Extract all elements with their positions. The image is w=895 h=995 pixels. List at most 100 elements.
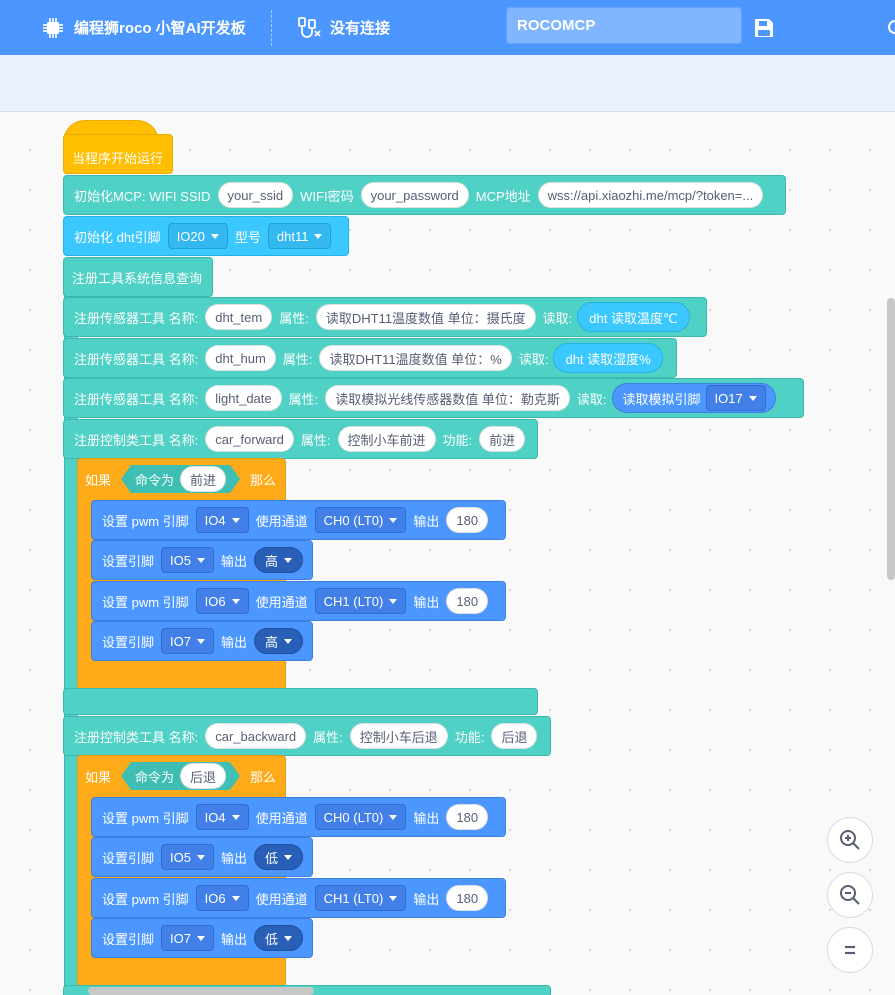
pin-dropdown[interactable]: IO7	[161, 925, 214, 951]
dht-humidity-reporter[interactable]: dht 读取湿度%	[553, 343, 663, 373]
control-attr-field[interactable]: 控制小车后退	[349, 723, 448, 749]
zoom-out-button[interactable]	[827, 872, 873, 918]
mcp-init-block[interactable]: 初始化MCP: WIFI SSID your_ssid WIFI密码 your_…	[63, 175, 786, 215]
if-label: 如果	[85, 472, 112, 488]
pin-value: IO5	[170, 849, 191, 865]
channel-dropdown[interactable]: CH1 (LT0)	[314, 885, 407, 911]
vertical-scrollbar[interactable]	[887, 298, 895, 580]
wifi-password-field[interactable]: your_password	[360, 182, 469, 208]
sensor-name-field[interactable]: dht_hum	[205, 345, 276, 371]
if-block-header-forward[interactable]: 如果 命令为 前进 那么	[77, 459, 286, 499]
analog-read-reporter[interactable]: 读取模拟引脚 IO17	[611, 383, 776, 413]
control-name-field[interactable]: car_backward	[205, 723, 307, 749]
digital-row-io5-forward[interactable]: 设置引脚 IO5 输出 高	[91, 540, 313, 580]
connection-button[interactable]: 没有连接	[296, 0, 390, 55]
pwm-value-field[interactable]: 180	[446, 885, 489, 911]
mcp-address-field[interactable]: wss://api.xiaozhi.me/mcp/?token=...	[537, 182, 764, 208]
sensor-name-field[interactable]: dht_tem	[205, 304, 273, 330]
command-condition[interactable]: 命令为 前进	[121, 465, 240, 493]
wifi-ssid-field[interactable]: your_ssid	[217, 182, 294, 208]
connection-status: 没有连接	[330, 20, 391, 37]
pin-dropdown[interactable]: IO7	[161, 628, 214, 654]
dht-pin-dropdown[interactable]: IO20	[167, 223, 228, 249]
user-icon-partial[interactable]	[886, 0, 895, 55]
pwm-value-field[interactable]: 180	[446, 804, 489, 830]
control-func-label: 功能:	[442, 432, 473, 448]
control-func-field[interactable]: 前进	[479, 426, 526, 452]
dht-temperature-reporter[interactable]: dht 读取温度℃	[577, 302, 690, 332]
sysinfo-tool-block[interactable]: 注册工具系统信息查询	[63, 257, 213, 297]
control-tool-block-forward[interactable]: 注册控制类工具 名称: car_forward 属性: 控制小车前进 功能: 前…	[63, 419, 538, 459]
dht-model-label: 型号	[234, 229, 261, 245]
block-workspace[interactable]: 当程序开始运行 初始化MCP: WIFI SSID your_ssid WIFI…	[0, 112, 895, 995]
level-dropdown[interactable]: 低	[254, 844, 304, 870]
sensor-attr-field[interactable]: 读取模拟光线传感器数值 单位：勒克斯	[325, 385, 570, 411]
pwm-value-field[interactable]: 180	[446, 588, 489, 614]
pin-dropdown[interactable]: IO5	[161, 547, 214, 573]
command-label: 命令为	[135, 769, 175, 785]
pwm-row-io6-backward[interactable]: 设置 pwm 引脚 IO6 使用通道 CH1 (LT0) 输出 180	[91, 878, 506, 918]
sensor-read-label: 读取:	[542, 310, 573, 326]
pwm-row-io4-backward[interactable]: 设置 pwm 引脚 IO4 使用通道 CH0 (LT0) 输出 180	[91, 797, 506, 837]
sensor-attr-field[interactable]: 读取DHT11温度数值 单位：摄氏度	[315, 304, 536, 330]
level-dropdown[interactable]: 高	[254, 547, 304, 573]
chevron-down-icon	[389, 895, 398, 901]
dht-model-dropdown[interactable]: dht11	[267, 223, 332, 249]
zoom-in-button[interactable]	[827, 817, 873, 863]
level-dropdown[interactable]: 高	[254, 628, 304, 654]
chevron-down-icon	[284, 638, 293, 644]
zoom-reset-button[interactable]	[827, 927, 873, 973]
level-dropdown[interactable]: 低	[254, 925, 304, 951]
chevron-down-icon	[389, 814, 398, 820]
chevron-down-icon	[389, 598, 398, 604]
sensor-tool-block-3[interactable]: 注册传感器工具 名称: light_date 属性: 读取模拟光线传感器数值 单…	[63, 378, 804, 418]
sensor-tool-block-2[interactable]: 注册传感器工具 名称: dht_hum 属性: 读取DHT11温度数值 单位：%…	[63, 338, 677, 378]
digital-row-io7-forward[interactable]: 设置引脚 IO7 输出 高	[91, 621, 313, 661]
control-attr-field[interactable]: 控制小车前进	[337, 426, 436, 452]
sysinfo-label: 注册工具系统信息查询	[72, 270, 203, 286]
sensor-attr-field[interactable]: 读取DHT11温度数值 单位：%	[319, 345, 512, 371]
horizontal-scrollbar[interactable]	[88, 987, 314, 995]
zoom-reset-icon	[838, 938, 862, 962]
project-name-input[interactable]	[506, 7, 742, 44]
digital-row-io7-backward[interactable]: 设置引脚 IO7 输出 低	[91, 918, 313, 958]
dht-init-block[interactable]: 初始化 dht引脚 IO20 型号 dht11	[63, 216, 349, 256]
control-name-field[interactable]: car_forward	[205, 426, 294, 452]
chevron-down-icon	[231, 895, 240, 901]
analog-read-label: 读取模拟引脚	[622, 391, 701, 407]
command-value-field[interactable]: 后退	[180, 763, 226, 789]
pin-dropdown[interactable]: IO6	[195, 885, 249, 911]
if-block-header-backward[interactable]: 如果 命令为 后退 那么	[77, 756, 286, 796]
command-value-field[interactable]: 前进	[180, 466, 226, 492]
board-selector[interactable]: 编程狮roco 小智AI开发板	[42, 0, 246, 55]
pin-dropdown[interactable]: IO4	[195, 507, 249, 533]
sensor-attr-label: 属性:	[279, 310, 309, 326]
analog-pin-dropdown[interactable]: IO17	[705, 385, 766, 411]
mcp-address-label: MCP地址	[475, 188, 531, 204]
sensor-name-field[interactable]: light_date	[205, 385, 282, 411]
command-condition[interactable]: 命令为 后退	[121, 762, 240, 790]
sensor-attr-label: 属性:	[282, 351, 313, 367]
pin-dropdown[interactable]: IO5	[161, 844, 214, 870]
chevron-down-icon	[231, 814, 240, 820]
level-value: 高	[265, 634, 279, 650]
pin-dropdown[interactable]: IO6	[195, 588, 249, 614]
pin-value: IO5	[170, 552, 191, 568]
control-func-field[interactable]: 后退	[491, 723, 538, 749]
save-button[interactable]	[753, 0, 775, 55]
output-label: 输出	[413, 513, 440, 529]
sensor-tool-block-1[interactable]: 注册传感器工具 名称: dht_tem 属性: 读取DHT11温度数值 单位：摄…	[63, 297, 707, 337]
channel-dropdown[interactable]: CH1 (LT0)	[314, 588, 407, 614]
control-tool-block-backward[interactable]: 注册控制类工具 名称: car_backward 属性: 控制小车后退 功能: …	[63, 716, 551, 756]
hat-block-start[interactable]: 当程序开始运行	[63, 134, 173, 174]
pwm-value-field[interactable]: 180	[446, 507, 489, 533]
channel-dropdown[interactable]: CH0 (LT0)	[314, 507, 407, 533]
channel-dropdown[interactable]: CH0 (LT0)	[314, 804, 407, 830]
pwm-row-io6-forward[interactable]: 设置 pwm 引脚 IO6 使用通道 CH1 (LT0) 输出 180	[91, 581, 506, 621]
digital-label: 设置引脚	[102, 634, 155, 650]
sensor-attr-label: 属性:	[288, 391, 319, 407]
top-bar: 编程狮roco 小智AI开发板 没有连接	[0, 0, 895, 55]
digital-row-io5-backward[interactable]: 设置引脚 IO5 输出 低	[91, 837, 313, 877]
pin-dropdown[interactable]: IO4	[195, 804, 249, 830]
pwm-row-io4-forward[interactable]: 设置 pwm 引脚 IO4 使用通道 CH0 (LT0) 输出 180	[91, 500, 506, 540]
